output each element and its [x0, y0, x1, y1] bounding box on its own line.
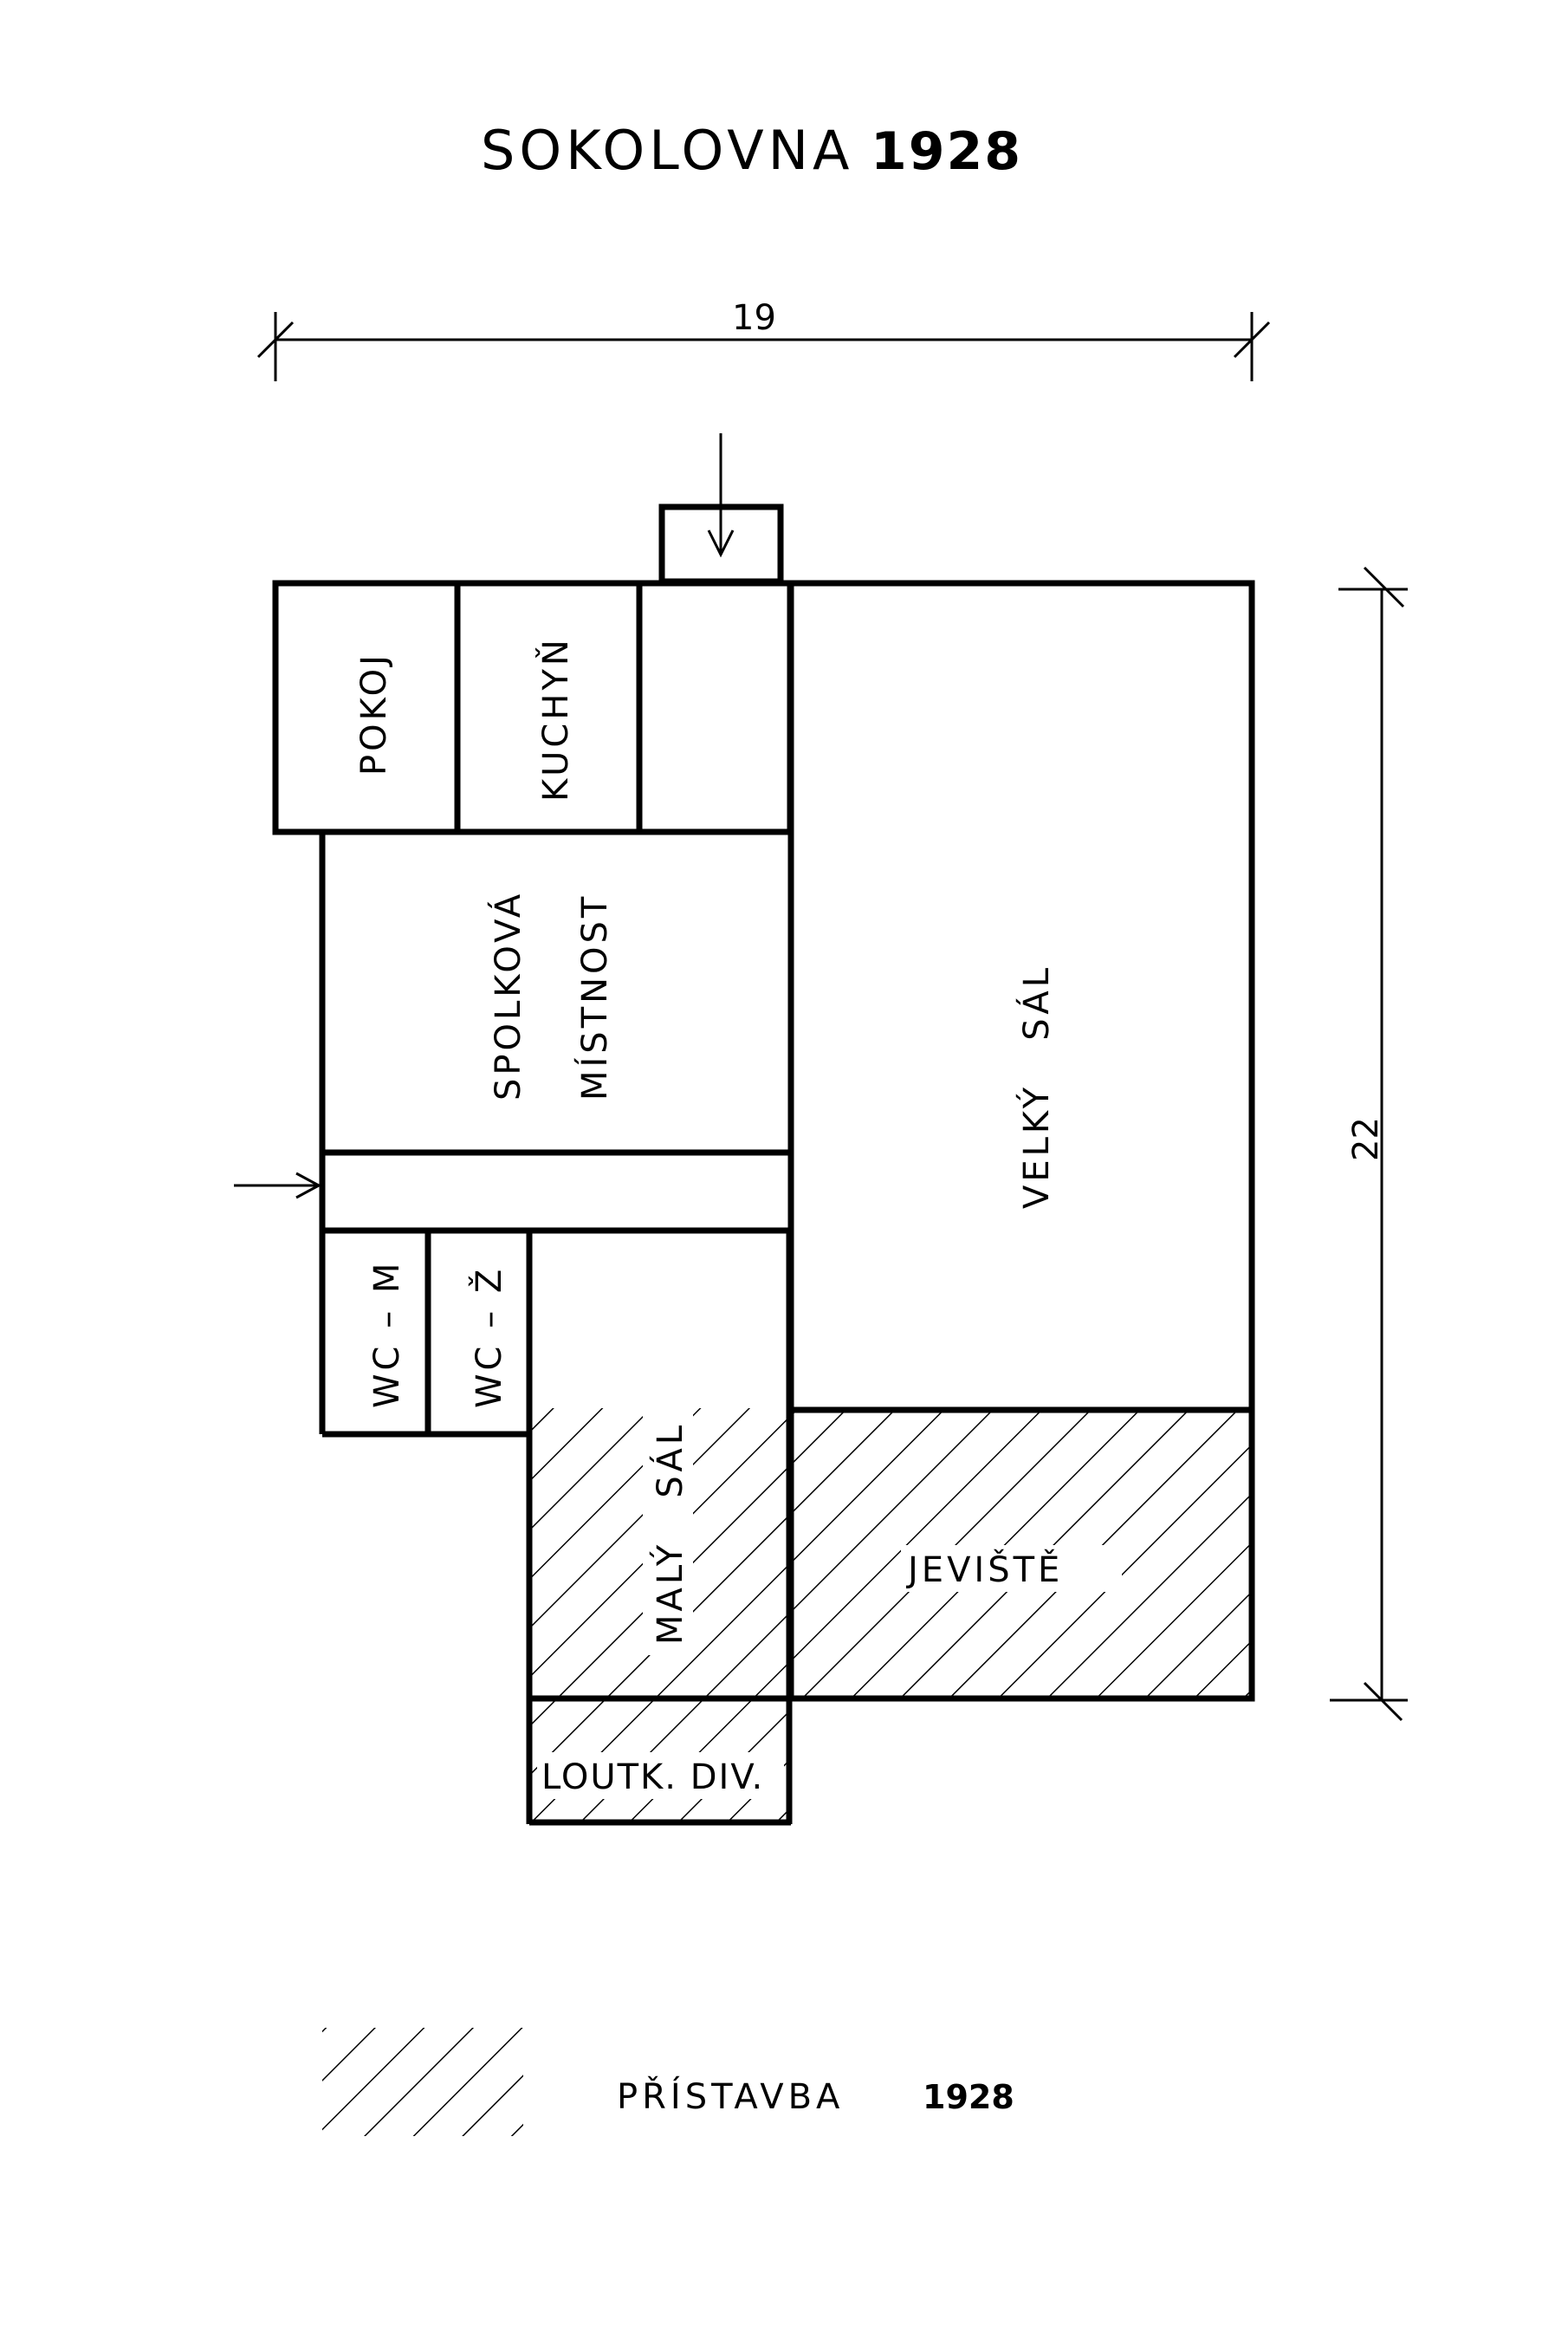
room-label-loutk-div: LOUTK. DIV. [541, 1757, 764, 1797]
room-label-maly-sal: MALÝ SÁL [649, 1422, 690, 1645]
legend-label: PŘÍSTAVBA [617, 2075, 844, 2117]
legend-year: 1928 [923, 2078, 1014, 2116]
page-title: SOKOLOVNA [481, 119, 853, 182]
legend-hatch-swatch [322, 2028, 523, 2136]
entrance-arrow-side [234, 1172, 322, 1199]
walls [272, 503, 1255, 1826]
room-label-pokoj: POKOJ [354, 652, 394, 776]
dimension-depth-label: 22 [1346, 1117, 1386, 1161]
room-label-jeviste: JEVIŠTĚ [905, 1549, 1063, 1590]
room-label-mistnost: MÍSTNOST [573, 893, 615, 1101]
dimension-depth: 22 [1330, 566, 1408, 1722]
page-title-year: 1928 [871, 121, 1022, 182]
room-label-velky-sal: VELKÝ SÁL [1015, 964, 1057, 1209]
dimension-width-label: 19 [732, 298, 776, 338]
room-label-wc-z: WC – Ž [468, 1266, 509, 1408]
room-label-kuchyn: KUCHYŇ [535, 636, 576, 802]
dimension-width: 19 [256, 298, 1271, 381]
entrance-arrow-top [707, 433, 735, 558]
room-label-spolkova: SPOLKOVÁ [487, 891, 528, 1101]
label-bg-maly-sal [643, 1404, 693, 1655]
legend: PŘÍSTAVBA 1928 [322, 2028, 1014, 2136]
label-bg-jeviste [901, 1545, 1122, 1592]
label-bg-loutk-div [537, 1752, 784, 1799]
room-label-wc-m: WC – M [367, 1260, 407, 1408]
